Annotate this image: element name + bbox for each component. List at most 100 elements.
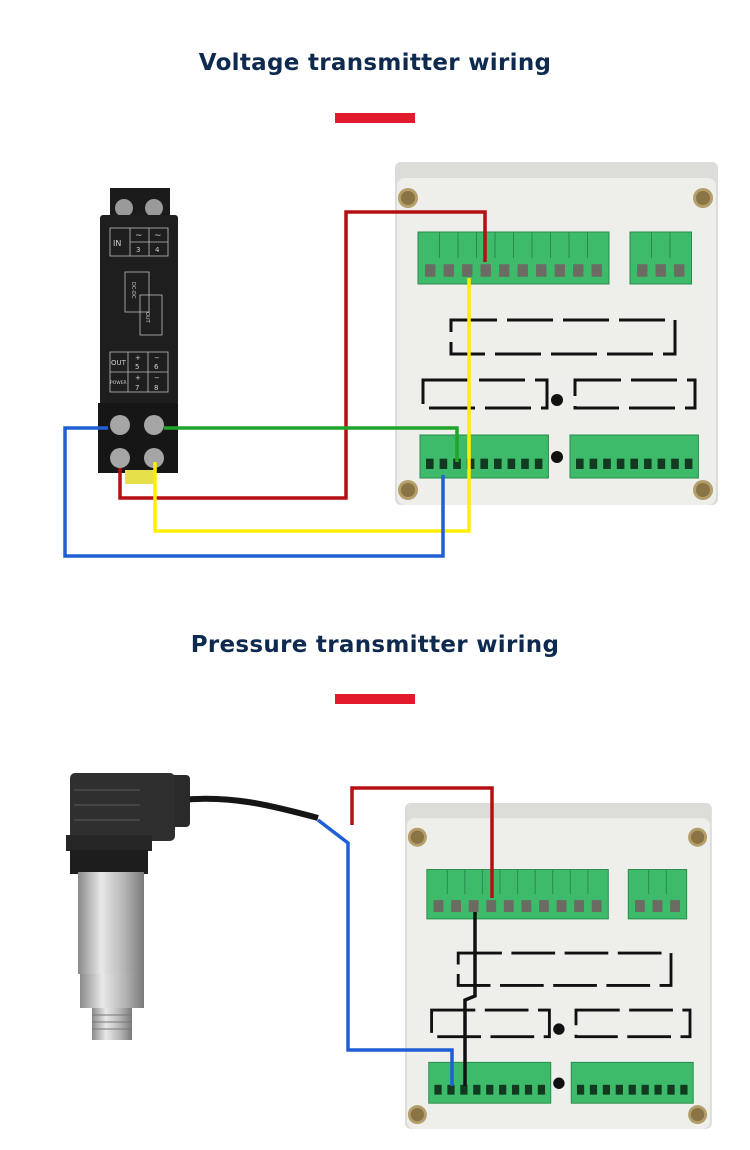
terminal-screw [536, 264, 547, 277]
terminal-screw [634, 900, 645, 912]
terminal-screw [602, 1084, 611, 1095]
indicator-dot [551, 451, 563, 463]
module-label: ~ [154, 231, 162, 241]
section-title-voltage: Voltage transmitter wiring [198, 50, 552, 76]
terminal-screw [641, 1084, 649, 1095]
terminal-screw [630, 458, 639, 469]
terminal-screw [554, 264, 565, 277]
terminal-screw [654, 1084, 662, 1095]
cutout-outline [421, 378, 549, 410]
module-label: IN [113, 239, 121, 248]
pressure-transmitter [66, 773, 319, 1040]
terminal-screw [434, 1084, 442, 1095]
terminal-screw [480, 264, 491, 277]
wire-green [164, 426, 459, 462]
terminal-screw [486, 1084, 494, 1095]
screw-icon [145, 199, 163, 217]
cutout-outline [573, 378, 697, 410]
terminal-screw [574, 900, 585, 912]
terminal-block [419, 434, 549, 479]
module-label: ~ [135, 231, 143, 241]
terminal-screw [517, 264, 528, 277]
terminal-screw [521, 458, 529, 469]
module-label: − [154, 374, 160, 382]
terminal-screw [507, 458, 516, 469]
terminal-screw [573, 264, 584, 277]
screw-icon [144, 415, 164, 435]
terminal-screw [603, 458, 611, 469]
terminal-screw [652, 900, 663, 912]
module-label: DC-DC [130, 282, 136, 299]
terminal-screw [493, 458, 502, 469]
terminal-screw [556, 900, 567, 912]
terminal-screw [524, 1084, 533, 1095]
module-label: − [154, 354, 160, 362]
module-label: + [135, 354, 141, 362]
cutout-outline [449, 318, 677, 356]
terminal-screw [433, 900, 444, 912]
terminal-screw [521, 900, 532, 912]
wire-red [118, 210, 487, 500]
terminal-block [428, 1061, 552, 1104]
cutout-outline [456, 951, 673, 987]
terminal-screw [615, 1084, 623, 1095]
cutout-outline [574, 1008, 692, 1039]
terminal-screw [655, 264, 666, 277]
terminal-screw [480, 458, 489, 469]
terminal-screw [460, 1084, 468, 1095]
module-label: + [135, 374, 141, 382]
terminal-screw [670, 900, 680, 912]
terminal-screw [539, 900, 549, 912]
terminal-screw [473, 1084, 481, 1095]
terminal-screw [451, 900, 461, 912]
terminal-screw [643, 458, 652, 469]
terminal-screw [462, 264, 473, 277]
wire-yellow [153, 278, 471, 533]
sensor-cable [179, 795, 319, 821]
terminal-screw [575, 458, 584, 469]
module-label: OUT [144, 312, 150, 324]
terminal-screw [684, 458, 693, 469]
terminal-screw [447, 1084, 455, 1095]
terminal-screw [534, 458, 543, 469]
terminal-screw [443, 264, 454, 277]
title-accent-bar [335, 694, 415, 704]
screw-icon [110, 415, 130, 435]
indicator-dot [551, 394, 563, 406]
terminal-screw [486, 900, 497, 912]
terminal-screw [511, 1084, 520, 1095]
indicator-dot [553, 1023, 565, 1035]
terminal-block [629, 231, 692, 285]
module-label: 5 [135, 363, 139, 371]
screw-icon [144, 448, 164, 468]
meter-panel-pressure [405, 803, 712, 1129]
indicator-dot [553, 1077, 565, 1089]
terminal-block [426, 869, 609, 920]
terminal-screw [537, 1084, 546, 1095]
terminal-screw [667, 1084, 675, 1095]
module-label: OUT [111, 359, 127, 367]
terminal-block [569, 434, 699, 479]
terminal-screw [680, 1084, 688, 1095]
module-label: 6 [154, 363, 159, 371]
terminal-screw [628, 1084, 636, 1095]
module-label: 7 [135, 384, 139, 392]
wire-blue [316, 818, 454, 1086]
section-title-pressure: Pressure transmitter wiring [190, 632, 560, 658]
terminal-block [627, 869, 688, 920]
module-label: 3 [136, 246, 140, 254]
terminal-screw [657, 458, 666, 469]
terminal-screw [425, 264, 436, 277]
terminal-screw [499, 1084, 507, 1095]
wire-black [463, 912, 477, 1086]
terminal-screw [576, 1084, 585, 1095]
terminal-screw [589, 1084, 598, 1095]
module-label: POWER [110, 380, 127, 386]
terminal-block [417, 231, 610, 285]
module-label: 8 [154, 384, 158, 392]
title-accent-bar [335, 113, 415, 123]
terminal-screw [453, 458, 461, 469]
meter-panel-voltage [395, 162, 718, 505]
terminal-screw [637, 264, 648, 277]
terminal-screw [589, 458, 598, 469]
